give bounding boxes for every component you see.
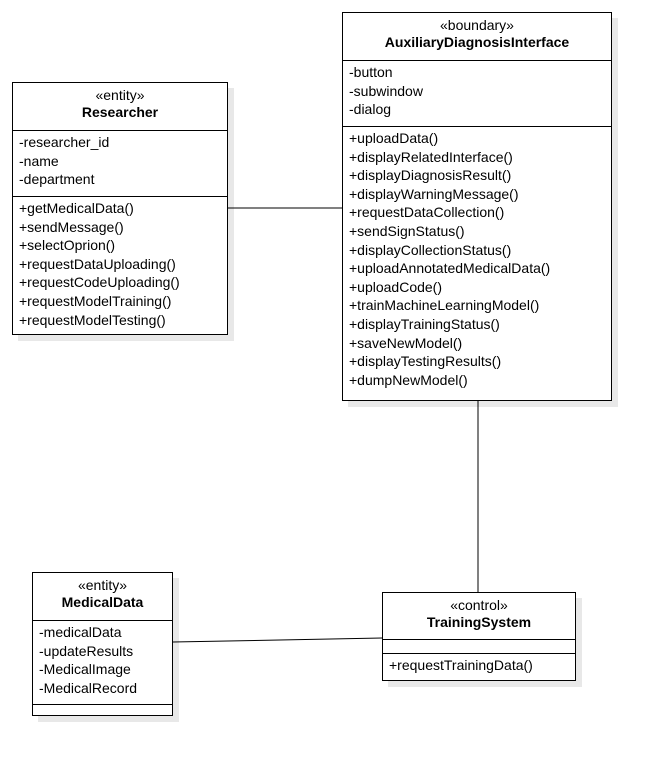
operation: +displayWarningMessage() [349, 185, 519, 202]
operation: +uploadData() [349, 130, 439, 146]
attribute: -researcher_id [19, 134, 110, 150]
attributes-section: -researcher_id -name -department [13, 131, 227, 197]
stereotype-label: «control» [450, 597, 508, 613]
operation: +sendMessage() [19, 218, 124, 235]
stereotype-label: «entity» [77, 577, 128, 593]
attribute: -name [19, 152, 59, 169]
stereotype-label: «entity» [95, 87, 145, 103]
operation: +sendSignStatus() [349, 222, 465, 239]
attribute: -updateResults [39, 642, 134, 659]
class-header: «entity» Researcher [13, 83, 227, 131]
operation: +requestDataCollection() [349, 204, 505, 221]
class-name: AuxiliaryDiagnosisInterface [384, 34, 570, 50]
operation: +uploadCode() [349, 278, 443, 295]
attribute: -subwindow [349, 82, 423, 99]
attributes-section: -button -subwindow -dialog [343, 61, 611, 127]
operation: +uploadAnnotatedMedicalData() [349, 260, 551, 277]
association-medicaldata-trainingsystem [172, 637, 384, 643]
operations-section: +requestTrainingData() [383, 654, 575, 675]
operation: +requestDataUploading() [19, 255, 176, 272]
operations-section [33, 705, 172, 707]
attribute: -MedicalRecord [39, 679, 138, 696]
operations-section: +uploadData() +displayRelatedInterface()… [343, 127, 611, 389]
class-header: «boundary» AuxiliaryDiagnosisInterface [343, 13, 611, 61]
operation: +requestModelTraining() [19, 292, 172, 309]
operation: +dumpNewModel() [349, 371, 468, 388]
attributes-section [383, 640, 575, 654]
attribute: -department [19, 171, 95, 188]
operation: +getMedicalData() [19, 200, 134, 216]
operation: +saveNewModel() [349, 334, 463, 351]
attribute: -medicalData [39, 624, 122, 640]
attribute: -MedicalImage [39, 661, 131, 678]
class-researcher[interactable]: «entity» Researcher -researcher_id -name… [12, 82, 228, 335]
class-auxiliary-diagnosis-interface[interactable]: «boundary» AuxiliaryDiagnosisInterface -… [342, 12, 612, 401]
operation: +displayCollectionStatus() [349, 241, 512, 258]
operation: +displayTrainingStatus() [349, 315, 500, 332]
class-header: «entity» MedicalData [33, 573, 172, 621]
attribute: -dialog [349, 101, 392, 118]
attributes-section: -medicalData -updateResults -MedicalImag… [33, 621, 172, 705]
operation: +requestCodeUploading() [19, 274, 180, 291]
class-name: TrainingSystem [426, 614, 532, 630]
operation: +displayTestingResults() [349, 353, 502, 370]
operation: +selectOprion() [19, 237, 116, 254]
operation: +trainMachineLearningModel() [349, 297, 540, 314]
operation: +displayDiagnosisResult() [349, 167, 512, 184]
operation: +requestModelTesting() [19, 311, 166, 328]
class-header: «control» TrainingSystem [383, 593, 575, 640]
class-training-system[interactable]: «control» TrainingSystem +requestTrainin… [382, 592, 576, 681]
attribute: -button [349, 64, 393, 80]
class-name: Researcher [81, 104, 159, 120]
class-medical-data[interactable]: «entity» MedicalData -medicalData -updat… [32, 572, 173, 716]
stereotype-label: «boundary» [440, 17, 514, 33]
class-name: MedicalData [61, 594, 144, 610]
operation: +requestTrainingData() [389, 657, 533, 673]
operation: +displayRelatedInterface() [349, 148, 513, 165]
operations-section: +getMedicalData() +sendMessage() +select… [13, 197, 227, 329]
